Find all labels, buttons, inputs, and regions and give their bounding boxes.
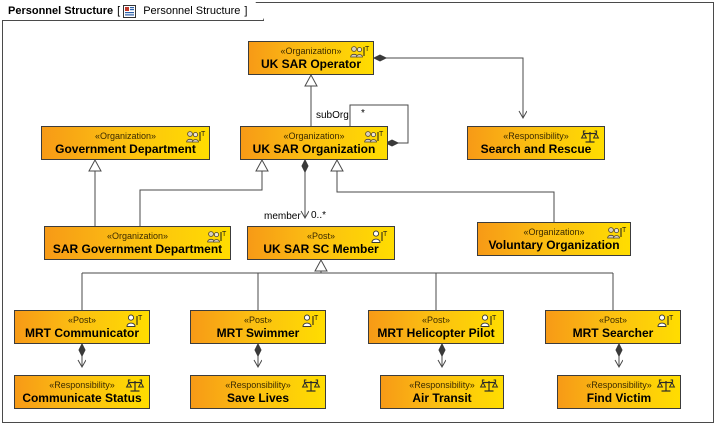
node-name: Save Lives xyxy=(226,390,290,405)
bracket-open: [ xyxy=(117,5,121,17)
node-stereotype: «Post» xyxy=(598,314,628,325)
node-stereotype: «Responsibility» xyxy=(225,379,291,390)
node-mrt-communicator[interactable]: T «Post»MRT Communicator xyxy=(14,310,150,344)
svg-text:T: T xyxy=(138,315,143,322)
connector-comp-operator-to-sar xyxy=(386,57,523,118)
svg-text:T: T xyxy=(379,131,384,138)
svg-text:T: T xyxy=(669,315,674,322)
node-stereotype: «Post» xyxy=(243,314,273,325)
svg-text:T: T xyxy=(622,227,627,234)
label-member-role: member xyxy=(264,211,301,222)
node-name: Search and Rescue xyxy=(480,141,592,156)
svg-text:T: T xyxy=(383,231,388,238)
generalization-arrow-ukorg-left xyxy=(255,158,269,172)
svg-text:T: T xyxy=(314,315,319,322)
node-mrt-helicopter-pilot[interactable]: T «Post»MRT Helicopter Pilot xyxy=(368,310,504,344)
label-suborg-multiplicity: * xyxy=(361,108,365,119)
node-sar-government-department[interactable]: T «Organization»SAR Government Department xyxy=(44,226,231,260)
svg-text:T: T xyxy=(201,131,206,138)
responsibility-icon xyxy=(300,378,322,395)
post-icon: T xyxy=(655,313,677,330)
node-uk-sar-sc-member[interactable]: T «Post»UK SAR SC Member xyxy=(247,226,395,260)
generalization-arrow-ukorg-right xyxy=(330,158,344,172)
node-uk-sar-operator[interactable]: T «Organization»UK SAR Operator xyxy=(248,41,374,75)
generalization-arrow-scmember xyxy=(314,258,328,272)
node-name: Voluntary Organization xyxy=(488,237,620,252)
responsibility-icon xyxy=(478,378,500,395)
node-voluntary-organization[interactable]: T «Organization»Voluntary Organization xyxy=(477,222,631,256)
node-stereotype: «Responsibility» xyxy=(49,379,115,390)
svg-text:T: T xyxy=(492,315,497,322)
post-icon: T xyxy=(478,313,500,330)
node-communicate-status[interactable]: «Responsibility»Communicate Status xyxy=(14,375,150,409)
svg-text:T: T xyxy=(365,46,370,53)
node-stereotype: «Responsibility» xyxy=(409,379,475,390)
organization-icon: T xyxy=(605,225,627,242)
node-stereotype: «Organization» xyxy=(94,130,157,141)
composition-diamond-operator xyxy=(372,54,388,62)
node-name: MRT Communicator xyxy=(25,325,139,340)
composition-diamond-swimmer xyxy=(254,342,262,358)
node-stereotype: «Post» xyxy=(306,230,336,241)
node-find-victim[interactable]: «Responsibility»Find Victim xyxy=(557,375,681,409)
composition-diamond-communicator xyxy=(78,342,86,358)
composition-diamond-searcher xyxy=(615,342,623,358)
node-name: Communicate Status xyxy=(22,390,142,405)
node-save-lives[interactable]: «Responsibility»Save Lives xyxy=(190,375,326,409)
connector-assoc-suborg xyxy=(349,104,409,144)
node-mrt-swimmer[interactable]: T «Post»MRT Swimmer xyxy=(190,310,326,344)
post-icon: T xyxy=(300,313,322,330)
node-name: UK SAR Operator xyxy=(260,56,361,71)
node-name: UK SAR Organization xyxy=(252,141,376,156)
node-stereotype: «Responsibility» xyxy=(586,379,652,390)
node-name: SAR Government Department xyxy=(52,241,223,256)
node-air-transit[interactable]: «Responsibility»Air Transit xyxy=(380,375,504,409)
node-stereotype: «Organization» xyxy=(280,45,342,56)
node-name: MRT Searcher xyxy=(572,325,654,340)
node-name: UK SAR SC Member xyxy=(263,241,379,256)
composition-diamond-ukorg-member xyxy=(301,158,309,174)
organization-icon: T xyxy=(362,129,384,146)
node-stereotype: «Organization» xyxy=(523,226,585,237)
node-name: MRT Helicopter Pilot xyxy=(377,325,495,340)
post-icon: T xyxy=(369,229,391,246)
node-name: MRT Swimmer xyxy=(216,325,300,340)
responsibility-icon xyxy=(124,378,146,395)
organization-icon: T xyxy=(184,129,206,146)
composition-diamond-pilot xyxy=(438,342,446,358)
node-stereotype: «Organization» xyxy=(283,130,345,141)
responsibility-icon xyxy=(579,129,601,146)
node-name: Air Transit xyxy=(412,390,472,405)
diagram-title: Personnel Structure xyxy=(8,5,114,17)
generalization-arrow-operator xyxy=(304,73,318,87)
node-stereotype: «Post» xyxy=(421,314,451,325)
label-suborg-role: subOrg xyxy=(316,110,349,121)
generalization-arrow-govdept xyxy=(88,158,102,172)
post-icon: T xyxy=(124,313,146,330)
organization-icon: T xyxy=(205,229,227,246)
node-name: Government Department xyxy=(55,141,196,156)
svg-text:T: T xyxy=(222,231,227,238)
node-stereotype: «Organization» xyxy=(106,230,169,241)
label-member-multiplicity: 0..* xyxy=(311,210,327,221)
node-name: Find Victim xyxy=(586,390,652,405)
node-government-department[interactable]: T «Organization»Government Department xyxy=(41,126,210,160)
node-stereotype: «Responsibility» xyxy=(503,130,569,141)
connector-gen-sargov-to-ukorg xyxy=(139,170,263,226)
node-mrt-searcher[interactable]: T «Post»MRT Searcher xyxy=(545,310,681,344)
node-stereotype: «Post» xyxy=(67,314,97,325)
connector-gen-voluntary-to-ukorg xyxy=(336,170,555,222)
bracket-close: ] xyxy=(244,5,248,17)
node-uk-sar-organization[interactable]: T «Organization»UK SAR Organization xyxy=(240,126,388,160)
diagram-subtitle: Personnel Structure xyxy=(143,5,241,17)
diagram-frame-tab[interactable]: Personnel Structure [ Personnel Structur… xyxy=(2,2,264,21)
node-search-and-rescue[interactable]: «Responsibility»Search and Rescue xyxy=(467,126,605,160)
responsibility-icon xyxy=(655,378,677,395)
diagram-page-icon xyxy=(123,5,136,18)
organization-icon: T xyxy=(348,44,370,61)
